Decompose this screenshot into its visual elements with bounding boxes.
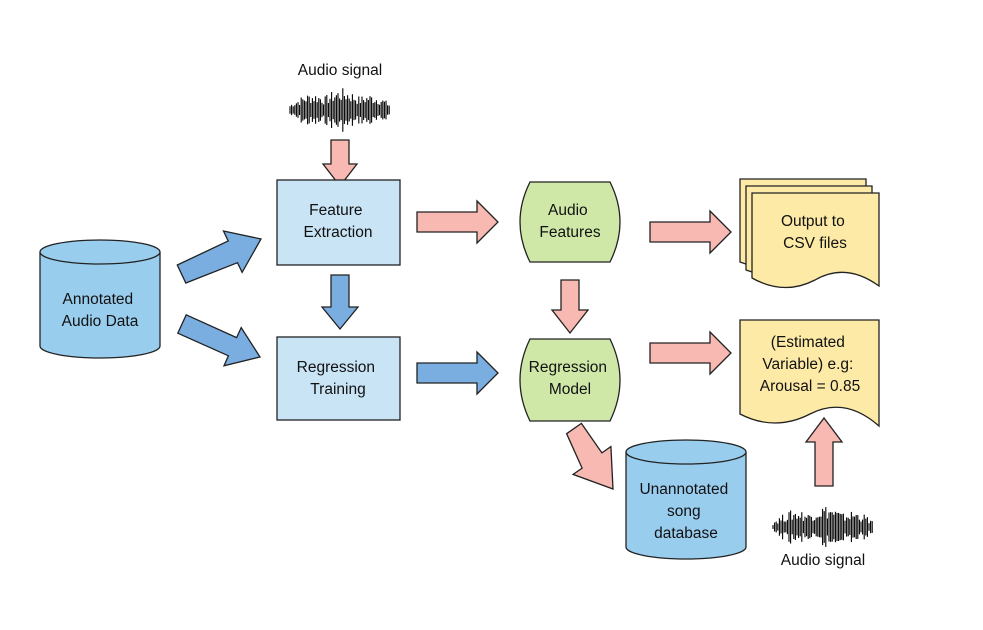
arrow-audio-to-estimated-variable — [804, 416, 844, 487]
unannotated-db-label: Unannotated song database — [639, 481, 732, 542]
regression-training-label: Regression Training — [297, 359, 380, 398]
label-line: Annotated — [63, 291, 134, 308]
regression-model-node: Regression Model — [519, 338, 621, 422]
label-line: Arousal = 0.85 — [760, 378, 860, 395]
arrow-regression-model-to-estimated-variable — [649, 330, 732, 376]
label-line: CSV files — [783, 235, 847, 252]
arrow-annotated-to-regression-training — [176, 313, 262, 367]
arrow-audio-to-feature-extraction — [321, 139, 359, 188]
label-line: Regression — [297, 359, 375, 376]
audio-features-node: Audio Features — [519, 181, 621, 263]
label-line: Audio — [548, 202, 588, 219]
audio-waveform-icon — [772, 507, 873, 547]
regression-model-label: Regression Model — [529, 359, 612, 398]
arrow-feature-extraction-to-audio-features — [416, 199, 499, 245]
label-line: Feature — [309, 202, 362, 219]
annotated-audio-data-label: Annotated Audio Data — [62, 291, 139, 330]
label-line: Regression — [529, 359, 607, 376]
output-csv-documents: Output to CSV files — [739, 178, 880, 289]
label-line: Variable) e.g: — [762, 356, 853, 373]
audio-features-label: Audio Features — [539, 202, 600, 241]
label-line: Training — [310, 381, 365, 398]
estimated-variable-label: (Estimated Variable) e.g: Arousal = 0.85 — [760, 334, 860, 395]
label-line: song — [667, 503, 701, 520]
arrow-feature-extraction-to-regression-training — [320, 274, 360, 331]
label-line: (Estimated — [771, 334, 845, 351]
arrow-regression-model-to-unannotated-db — [565, 422, 614, 490]
label-line: Unannotated — [639, 481, 728, 498]
feature-extraction-box: Feature Extraction — [276, 179, 401, 266]
label-line: Features — [539, 224, 600, 241]
label-line: Extraction — [304, 224, 373, 241]
audio-waveform-icon — [289, 88, 390, 132]
arrow-audio-features-to-output-csv — [649, 209, 732, 255]
annotated-audio-data-database: Annotated Audio Data — [39, 239, 161, 359]
output-csv-label: Output to CSV files — [781, 213, 849, 252]
label-line: Audio Data — [62, 313, 139, 330]
audio-signal-bottom-label: Audio signal — [781, 552, 865, 569]
arrows — [176, 139, 844, 490]
label-line: Model — [549, 381, 591, 398]
label-line: database — [654, 525, 718, 542]
unannotated-song-database: Unannotated song database — [625, 439, 747, 560]
arrow-audio-features-to-regression-model — [550, 279, 590, 335]
regression-training-box: Regression Training — [276, 336, 401, 421]
label-line: Output to — [781, 213, 845, 230]
estimated-variable-document: (Estimated Variable) e.g: Arousal = 0.85 — [739, 319, 880, 428]
arrow-annotated-to-feature-extraction — [176, 230, 263, 284]
arrow-regression-training-to-regression-model — [416, 350, 499, 396]
feature-extraction-label: Feature Extraction — [304, 202, 373, 241]
audio-signal-top-label: Audio signal — [298, 62, 382, 79]
